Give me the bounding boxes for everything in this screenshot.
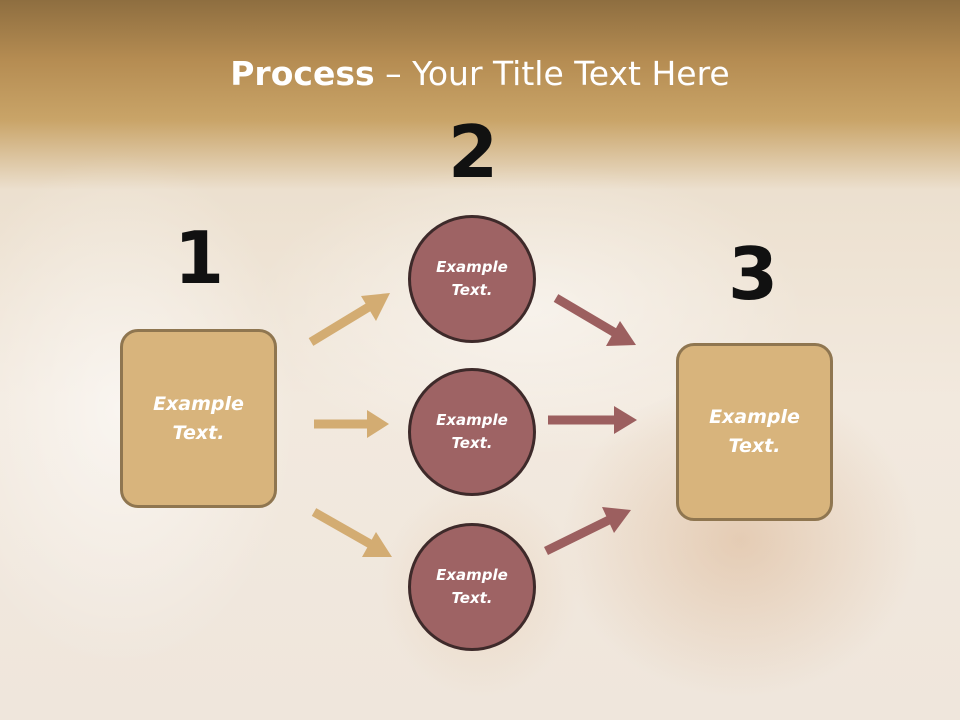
- step-2-circle-top[interactable]: Example Text.: [408, 215, 536, 343]
- step-2-circle-bottom[interactable]: Example Text.: [408, 523, 536, 651]
- arrow-1-to-2-top: [308, 301, 375, 346]
- arrow-2-to-3-bottom: [544, 514, 613, 556]
- arrow-2-to-3-top-head: [606, 321, 636, 346]
- step-3-box[interactable]: Example Text.: [676, 343, 833, 521]
- step-number-1: 1: [173, 216, 225, 300]
- arrows-right-group: [544, 294, 637, 556]
- step-2-circle-middle[interactable]: Example Text.: [408, 368, 536, 496]
- arrows-left-group: [308, 293, 392, 557]
- arrow-1-to-2-middle-head: [367, 410, 389, 438]
- arrow-1-to-2-top-head: [361, 293, 390, 321]
- title-bold: Process: [230, 54, 375, 93]
- step-number-3: 3: [727, 232, 779, 316]
- step-1-box[interactable]: Example Text.: [120, 329, 277, 508]
- arrow-1-to-2-bottom: [311, 508, 375, 549]
- step-number-2: 2: [447, 110, 499, 194]
- arrow-2-to-3-middle-head: [614, 406, 637, 434]
- arrow-1-to-2-bottom-head: [362, 532, 392, 557]
- title-rest: – Your Title Text Here: [374, 54, 730, 93]
- slide-title: Process – Your Title Text Here: [0, 52, 960, 96]
- arrow-2-to-3-top: [553, 294, 620, 338]
- arrow-2-to-3-bottom-head: [602, 507, 631, 533]
